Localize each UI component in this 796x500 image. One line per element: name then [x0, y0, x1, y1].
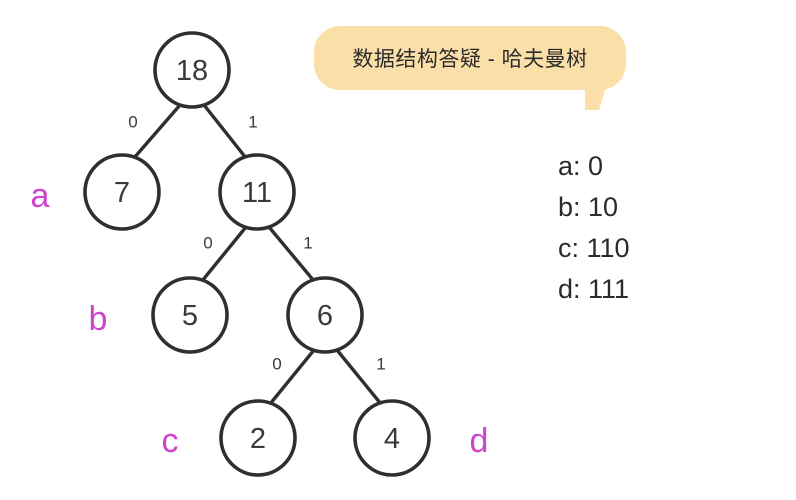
node-5[interactable] [151, 276, 229, 354]
speech-bubble-tail [585, 84, 607, 110]
node-value-11: 11 [242, 177, 272, 209]
code-legend-row-b: b: 10 [558, 192, 619, 222]
edge-label-18-11: 1 [248, 113, 257, 132]
edge-18-7 [132, 103, 182, 160]
edge-6-2 [268, 348, 316, 406]
edge-label-11-5: 0 [203, 234, 212, 253]
node-value-4: 4 [384, 423, 400, 455]
tree-nodes [83, 31, 431, 477]
tree-edges [132, 103, 383, 406]
edge-11-5 [200, 225, 248, 283]
code-legend-row-c: c: 110 [558, 233, 630, 263]
node-11[interactable] [218, 153, 296, 231]
node-7[interactable] [83, 153, 161, 231]
code-legend: a: 0 b: 10 c: 110 d: 111 [558, 146, 630, 310]
leaf-label-d: d [469, 422, 489, 460]
node-value-6: 6 [317, 300, 333, 332]
edge-6-4 [335, 348, 383, 406]
node-6[interactable] [286, 276, 364, 354]
speech-bubble-text: 数据结构答疑 - 哈夫曼树 [352, 48, 588, 71]
leaf-label-b: b [88, 300, 108, 338]
node-4[interactable] [353, 399, 431, 477]
node-value-2: 2 [250, 423, 266, 455]
edge-label-18-7: 0 [128, 113, 137, 132]
node-2[interactable] [219, 399, 297, 477]
code-legend-row-d: d: 111 [558, 274, 630, 304]
tree-edge-labels: 0 1 0 1 0 1 [128, 113, 385, 374]
node-value-5: 5 [182, 300, 198, 332]
tree-node-values: 18 7 11 5 6 2 4 [114, 55, 400, 455]
leaf-label-c: c [161, 422, 179, 460]
edge-18-11 [202, 103, 248, 160]
node-value-7: 7 [114, 177, 130, 209]
leaf-label-a: a [30, 177, 50, 215]
edge-label-6-2: 0 [272, 355, 281, 374]
node-18[interactable] [153, 31, 231, 109]
node-value-18: 18 [176, 55, 208, 87]
edge-label-6-4: 1 [376, 355, 385, 374]
edge-label-11-6: 1 [303, 234, 312, 253]
code-legend-row-a: a: 0 [558, 151, 604, 181]
edge-11-6 [267, 225, 316, 283]
speech-bubble: 数据结构答疑 - 哈夫曼树 [314, 26, 626, 90]
